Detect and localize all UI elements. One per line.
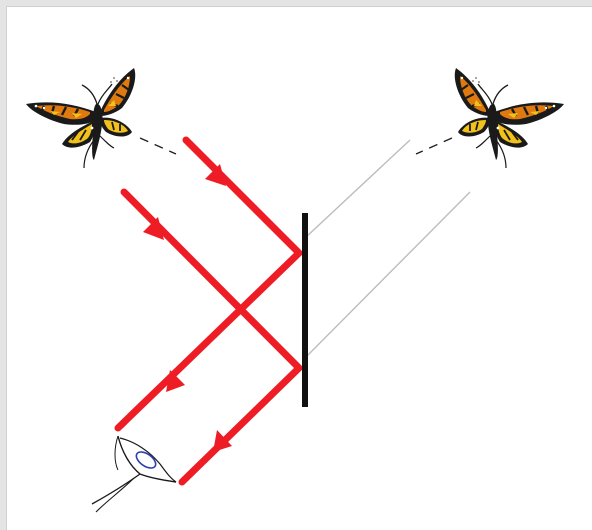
butterfly-object xyxy=(26,68,135,168)
butterfly-icon xyxy=(26,68,135,168)
image-dash xyxy=(416,138,452,154)
eye-icon xyxy=(92,436,176,512)
observer-eye xyxy=(92,436,176,512)
object-dash xyxy=(140,138,176,154)
virtual-ray-upper xyxy=(305,140,410,238)
light-ray-upper xyxy=(118,140,299,428)
butterfly-icon xyxy=(455,68,564,168)
virtual-ray-lower xyxy=(305,192,470,358)
butterfly-image xyxy=(455,68,564,168)
